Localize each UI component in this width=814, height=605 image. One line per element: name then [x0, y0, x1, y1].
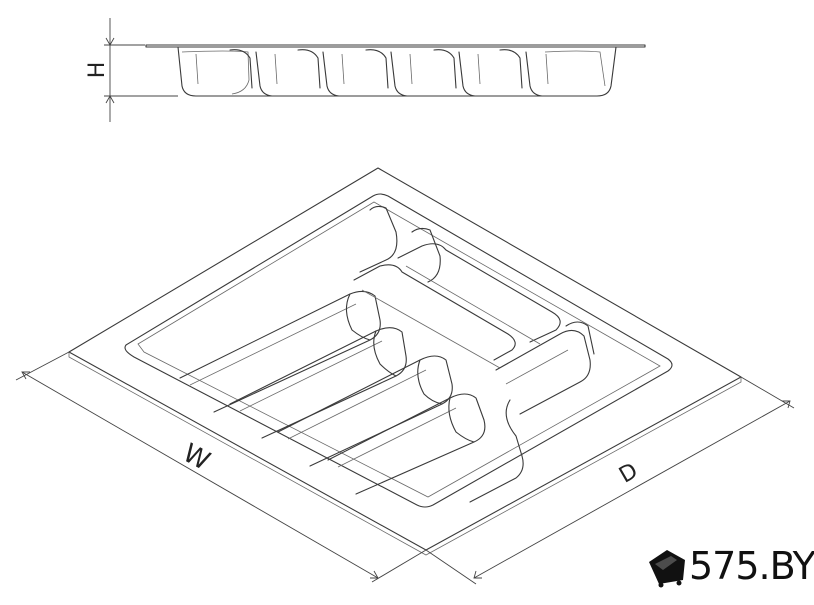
width-dimension — [15, 351, 427, 583]
width-label: W — [178, 438, 215, 477]
watermark-text: 575.BY — [689, 544, 814, 588]
height-dimension — [104, 18, 178, 122]
height-label: H — [85, 62, 110, 79]
right-compartments — [469, 321, 595, 503]
depth-dimension — [425, 376, 795, 585]
tray-inner-rim — [124, 193, 673, 508]
side-elevation-view — [104, 18, 646, 122]
tray-flange — [68, 167, 742, 551]
upper-compartments — [353, 205, 561, 369]
long-compartments — [179, 290, 486, 495]
shopping-cart-icon — [649, 550, 685, 588]
isometric-view — [15, 167, 795, 585]
side-compartments — [181, 49, 606, 97]
depth-label: D — [615, 459, 642, 489]
watermark: 575.BY — [645, 542, 814, 590]
